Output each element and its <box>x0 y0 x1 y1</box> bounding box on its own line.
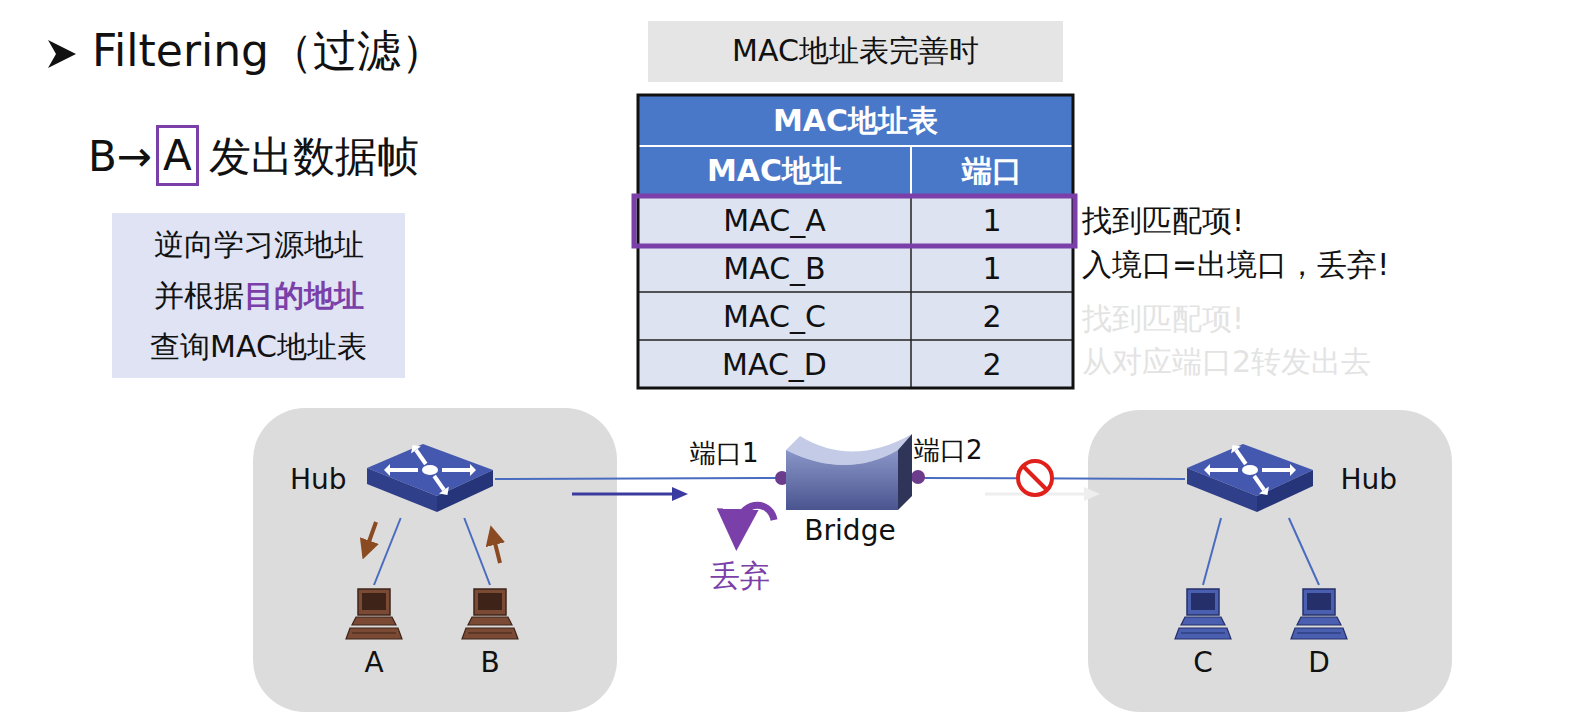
hub-icon <box>365 440 495 518</box>
note-line-row: 并根据目的地址 <box>154 270 364 321</box>
table-cell: MAC_D <box>638 341 911 388</box>
faded-arrow <box>1312 532 1320 560</box>
hub-node: Hub <box>1185 440 1397 518</box>
flow-arrow <box>572 493 676 496</box>
link-line <box>464 518 490 585</box>
frame-arrow <box>366 522 376 550</box>
note-line: 逆向学习源地址 <box>154 219 364 270</box>
label-text: 丢弃 <box>710 556 770 596</box>
lan-region <box>1088 410 1452 712</box>
bullet <box>48 40 76 68</box>
banner-text: MAC地址表完善时 <box>732 31 979 72</box>
faded-arrow <box>1187 535 1195 560</box>
link-line <box>1203 518 1221 585</box>
hub-icon <box>1185 440 1315 518</box>
table-body <box>638 195 1073 388</box>
note-line: 查询MAC地址表 <box>150 321 367 372</box>
device-label: A <box>364 643 383 683</box>
label-text: 发出数据帧 <box>209 126 419 187</box>
port-dot <box>911 470 925 484</box>
label-text: 找到匹配项! <box>1082 298 1244 340</box>
label-text: 入境口=出境口，丢弃! <box>1082 244 1389 286</box>
label-text: 端口1 <box>690 436 759 470</box>
table-cell: 2 <box>911 293 1073 340</box>
device-label: D <box>1308 643 1330 683</box>
table-border <box>638 95 1073 388</box>
computer-icon <box>344 585 404 643</box>
bridge-node: Bridge <box>780 428 920 550</box>
banner-node: MAC地址表完善时 <box>648 21 1063 82</box>
computer-icon <box>1173 585 1233 643</box>
computer-icon <box>1289 585 1349 643</box>
table-cell: 1 <box>911 198 1073 244</box>
label-text: 从对应端口2转发出去 <box>1082 341 1371 383</box>
link-line <box>374 518 401 585</box>
computer-icon <box>460 585 520 643</box>
table-cell: MAC地址 <box>638 146 911 195</box>
label-text: B→ <box>88 126 152 187</box>
device-label: Bridge <box>804 514 895 548</box>
bridge-icon <box>780 428 920 514</box>
table-cell: 端口 <box>911 146 1073 195</box>
link-line <box>1289 518 1319 585</box>
table-cell: 2 <box>911 341 1073 388</box>
device-label: Hub <box>1340 463 1397 496</box>
link-line <box>495 478 780 479</box>
lan-region <box>253 408 617 712</box>
frame-arrow <box>493 535 500 563</box>
title: Filtering（过滤） <box>92 22 445 81</box>
pc-node: D <box>1289 585 1349 685</box>
table-cell: MAC_A <box>638 198 911 244</box>
table-cell: MAC地址表 <box>638 95 1073 146</box>
note-text: 并根据 <box>154 270 244 321</box>
device-label: Hub <box>290 463 347 496</box>
label-text: 找到匹配项! <box>1082 200 1244 242</box>
note-node: 逆向学习源地址并根据目的地址查询MAC地址表 <box>112 213 405 378</box>
emphasis-text: 目的地址 <box>244 270 364 321</box>
table-cell: 1 <box>911 246 1073 292</box>
pc-node: C <box>1173 585 1233 685</box>
table-header <box>638 95 1073 195</box>
pc-node: B <box>460 585 520 685</box>
label-text: 端口2 <box>914 433 983 467</box>
boxed-letter: A <box>156 125 199 186</box>
table-cell: MAC_C <box>638 293 911 340</box>
hub-node: Hub <box>290 440 495 518</box>
device-label: C <box>1193 643 1213 683</box>
table-cell: MAC_B <box>638 246 911 292</box>
discard-arrow <box>737 505 774 530</box>
pc-node: A <box>344 585 404 685</box>
device-label: B <box>480 643 499 683</box>
match-highlight <box>634 196 1075 246</box>
blocked-sign <box>1018 461 1052 495</box>
